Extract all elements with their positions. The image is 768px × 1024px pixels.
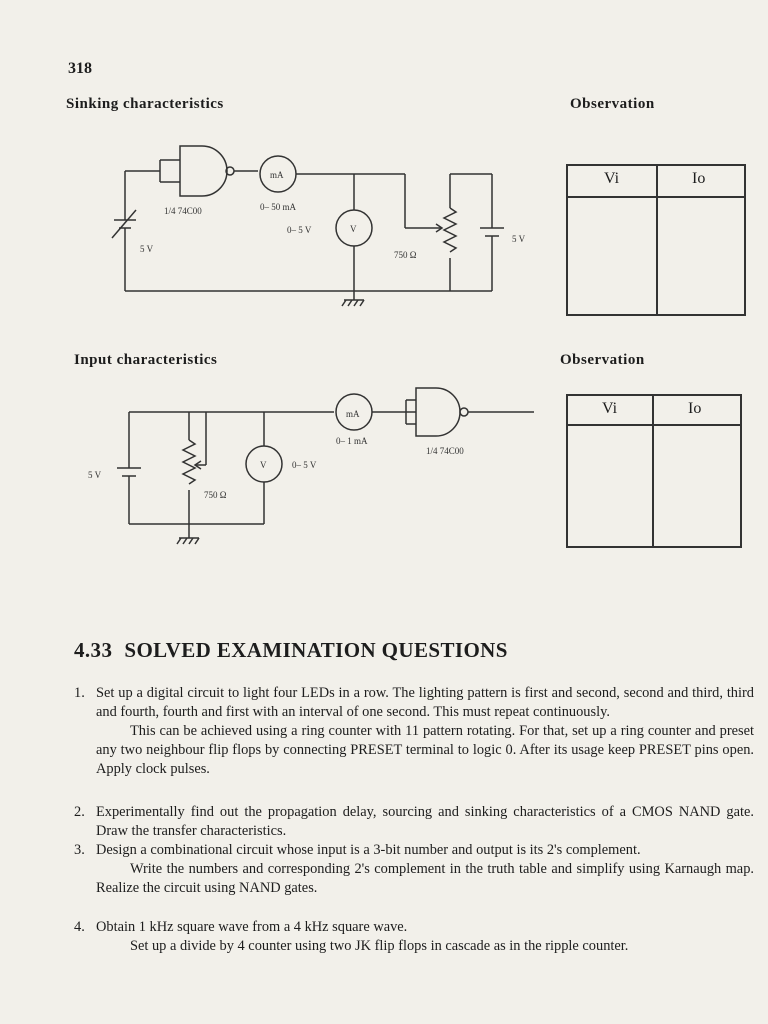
table-header-vi: Vi — [602, 400, 618, 417]
question-item: 3. Design a combinational circuit whose … — [74, 841, 754, 898]
sinking-observation-heading: Observation — [570, 96, 655, 112]
input-heading: Input characteristics — [74, 352, 218, 368]
resistor-symbol — [181, 439, 197, 485]
question-answer: Set up a divide by 4 counter using two J… — [130, 938, 629, 954]
question-answer: This can be achieved using a ring counte… — [96, 723, 754, 777]
section-title: SOLVED EXAMINATION QUESTIONS — [124, 638, 508, 662]
question-text: Experimentally find out the propagation … — [96, 804, 754, 839]
question-answer: Write the numbers and corresponding 2's … — [96, 861, 754, 896]
table-header-io: Io — [688, 400, 702, 417]
input-ammeter-label: mA — [346, 409, 360, 419]
input-resistor-label: 750 Ω — [204, 490, 227, 500]
table-column-divider — [656, 166, 658, 314]
page-number: 318 — [68, 60, 92, 77]
sinking-heading: Sinking characteristics — [66, 96, 224, 112]
section-number: 4.33 — [74, 638, 113, 662]
input-supply-label: 5 V — [88, 470, 102, 480]
input-ammeter-range: 0– 1 mA — [336, 436, 368, 446]
table-column-divider — [652, 396, 654, 546]
question-text: Set up a digital circuit to light four L… — [96, 685, 754, 720]
section-heading: 4.33 SOLVED EXAMINATION QUESTIONS — [74, 638, 508, 663]
sink-ammeter-range: 0– 50 mA — [260, 202, 297, 212]
input-circuit-diagram: mA 0– 1 mA 1/4 74C00 V 0– 5 V 5 V 750 Ω — [88, 387, 534, 545]
nand-gate-symbol — [179, 145, 228, 197]
question-item: 4. Obtain 1 kHz square wave from a 4 kHz… — [74, 918, 754, 956]
input-voltmeter-range: 0– 5 V — [292, 460, 317, 470]
question-number: 3. — [74, 842, 85, 858]
input-observation-heading: Observation — [560, 352, 645, 368]
question-text: Design a combinational circuit whose inp… — [96, 842, 641, 858]
sink-ammeter-label: mA — [270, 170, 284, 180]
sink-voltmeter-label: V — [350, 224, 357, 234]
question-text: Obtain 1 kHz square wave from a 4 kHz sq… — [96, 919, 408, 935]
question-number: 4. — [74, 919, 85, 935]
sinking-observation-table: Vi Io — [566, 164, 746, 316]
input-voltmeter-label: V — [260, 460, 267, 470]
sink-resistor-label: 750 Ω — [394, 250, 417, 260]
table-header-vi: Vi — [604, 170, 620, 187]
table-header-rule — [568, 424, 740, 426]
table-header-io: Io — [692, 170, 706, 187]
input-observation-table: Vi Io — [566, 394, 742, 548]
sink-source-label: 5 V — [140, 244, 154, 254]
sink-voltmeter-range: 0– 5 V — [287, 225, 312, 235]
nand-gate-symbol — [415, 387, 461, 437]
question-item: 2. Experimentally find out the propagati… — [74, 803, 754, 841]
resistor-symbol — [442, 207, 458, 253]
question-number: 1. — [74, 685, 85, 701]
sink-gate-label: 1/4 74C00 — [164, 206, 202, 216]
question-number: 2. — [74, 804, 85, 820]
sink-supply-label: 5 V — [512, 234, 526, 244]
sinking-circuit-diagram: mA 1/4 74C00 0– 50 mA 0– 5 V V 5 V 750 Ω… — [111, 145, 526, 307]
input-gate-label: 1/4 74C00 — [426, 446, 464, 456]
question-item: 1. Set up a digital circuit to light fou… — [74, 684, 754, 779]
